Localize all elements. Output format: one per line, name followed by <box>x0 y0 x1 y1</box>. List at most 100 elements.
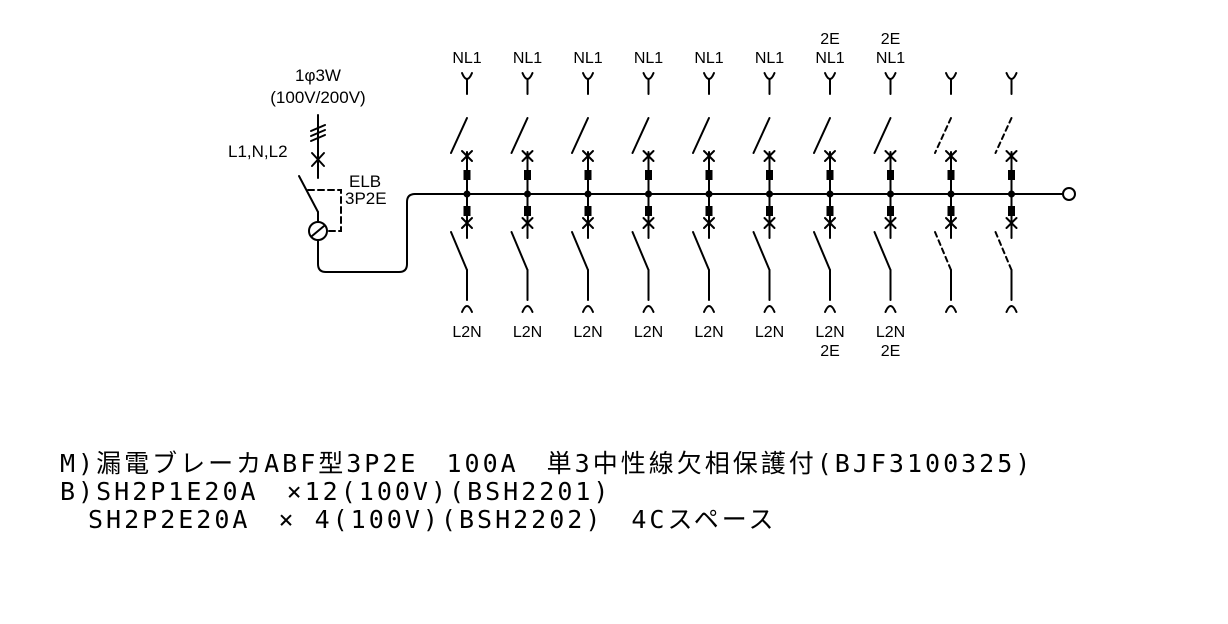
bottom-switch-blade <box>450 231 468 271</box>
bottom-x-mark <box>521 217 534 229</box>
bottom-terminal <box>461 305 473 313</box>
branch-bottom-label-1: L2N <box>634 324 663 341</box>
bottom-x-mark <box>582 217 594 229</box>
voltage-label: (100V/200V) <box>270 88 365 107</box>
branch-bottom-label-1: L2N <box>815 324 844 341</box>
branch-top-label-2: NL1 <box>815 50 844 67</box>
bottom-x-mark <box>945 217 957 229</box>
branch-bottom-label-1: L2N <box>573 324 602 341</box>
top-switch-blade <box>450 117 468 154</box>
top-switch-blade <box>752 117 771 154</box>
branch-bottom-label-2: 2E <box>881 343 901 360</box>
branch-top-label-2: NL1 <box>513 50 542 67</box>
lower-contact-block <box>463 206 471 216</box>
main-breaker-blade <box>298 175 319 213</box>
main-breaker-poles-label: 3P2E <box>345 189 387 208</box>
bottom-terminal <box>521 305 534 313</box>
bus-junction-dot <box>1008 190 1015 198</box>
leakage-trip-dashed-link <box>307 189 342 232</box>
main-to-bus-connection <box>317 193 416 273</box>
lower-contact-block <box>826 206 834 216</box>
bottom-switch-blade <box>692 231 710 271</box>
lower-contact-block <box>947 206 955 216</box>
feeder-x-mark-b <box>311 152 325 167</box>
bottom-x-mark <box>642 217 655 229</box>
ct-slash <box>311 225 325 237</box>
upper-contact-block <box>826 170 834 180</box>
top-switch-blade <box>813 117 831 154</box>
bus-junction-dot <box>584 190 592 198</box>
branch-bottom-label-1: L2N <box>755 324 784 341</box>
bottom-switch-blade <box>873 231 892 271</box>
bottom-switch-blade <box>813 231 831 271</box>
top-switch-blade <box>994 117 1013 154</box>
bottom-x-mark <box>461 217 473 229</box>
branch-circuit-3 <box>571 72 594 313</box>
three-wire-tick-1 <box>310 124 326 132</box>
upper-contact-block <box>645 170 652 180</box>
branch-top-label-2: NL1 <box>452 50 481 67</box>
spec-note-branch-2e: SH2P2E20A × 4(100V)(BSH2202) 4Cスペース <box>60 505 777 534</box>
bus-junction-dot <box>766 190 773 198</box>
upper-contact-block <box>584 170 592 180</box>
lower-contact-block <box>887 206 894 216</box>
lower-contact-block <box>524 206 531 216</box>
branch-bottom-label-1: L2N <box>513 324 542 341</box>
branch-top-label-2: NL1 <box>634 50 663 67</box>
phase-label: 1φ3W <box>295 66 341 85</box>
lower-contact-block <box>705 206 713 216</box>
bottom-x-mark <box>1005 217 1018 229</box>
bus-junction-dot <box>705 190 713 198</box>
branch-circuit-10 <box>994 72 1018 313</box>
main-breaker-type-label: ELB <box>349 172 381 191</box>
bottom-terminal <box>1005 305 1018 313</box>
branch-top-label-1: 2E <box>881 31 901 48</box>
branch-circuit-8 <box>873 72 897 313</box>
top-switch-blade <box>873 117 892 154</box>
bottom-terminal <box>703 305 715 313</box>
branch-circuit-4 <box>631 72 655 313</box>
bottom-switch-blade <box>934 231 952 271</box>
bus-junction-dot <box>645 190 652 198</box>
lower-contact-block <box>1008 206 1015 216</box>
upper-contact-block <box>766 170 773 180</box>
bottom-terminal <box>642 305 655 313</box>
three-wire-tick-3 <box>310 134 326 142</box>
bus-junction-dot <box>947 190 955 198</box>
bottom-x-mark <box>763 217 776 229</box>
bottom-x-mark <box>703 217 715 229</box>
bottom-x-mark <box>824 217 836 229</box>
branch-bottom-label-1: L2N <box>694 324 723 341</box>
upper-contact-block <box>463 170 471 180</box>
branch-circuit-2 <box>510 72 534 313</box>
branch-top-label-2: NL1 <box>876 50 905 67</box>
lower-contact-block <box>584 206 592 216</box>
branch-top-label-2: NL1 <box>694 50 723 67</box>
top-switch-blade <box>692 117 710 154</box>
bottom-switch-blade <box>510 231 529 271</box>
bottom-switch-blade <box>571 231 589 271</box>
top-switch-blade <box>631 117 650 154</box>
branch-circuit-9 <box>934 72 957 313</box>
upper-contact-block <box>705 170 713 180</box>
branch-circuit-1 <box>450 72 473 313</box>
upper-contact-block <box>524 170 531 180</box>
branch-bottom-label-2: 2E <box>820 343 840 360</box>
lower-contact-block <box>766 206 773 216</box>
bottom-switch-blade <box>994 231 1013 271</box>
upper-contact-block <box>947 170 955 180</box>
bus-junction-dot <box>826 190 834 198</box>
branch-top-label-2: NL1 <box>755 50 784 67</box>
bottom-x-mark <box>884 217 897 229</box>
bottom-switch-blade <box>631 231 650 271</box>
spec-note-branch-1e: B)SH2P1E20A ×12(100V)(BSH2201) <box>60 477 612 506</box>
lower-contact-block <box>645 206 652 216</box>
bottom-terminal <box>763 305 776 313</box>
top-switch-blade <box>510 117 529 154</box>
branch-circuit-5 <box>692 72 715 313</box>
upper-contact-block <box>887 170 894 180</box>
branch-circuit-6 <box>752 72 776 313</box>
upper-contact-block <box>1008 170 1015 180</box>
three-wire-tick-2 <box>310 129 326 137</box>
